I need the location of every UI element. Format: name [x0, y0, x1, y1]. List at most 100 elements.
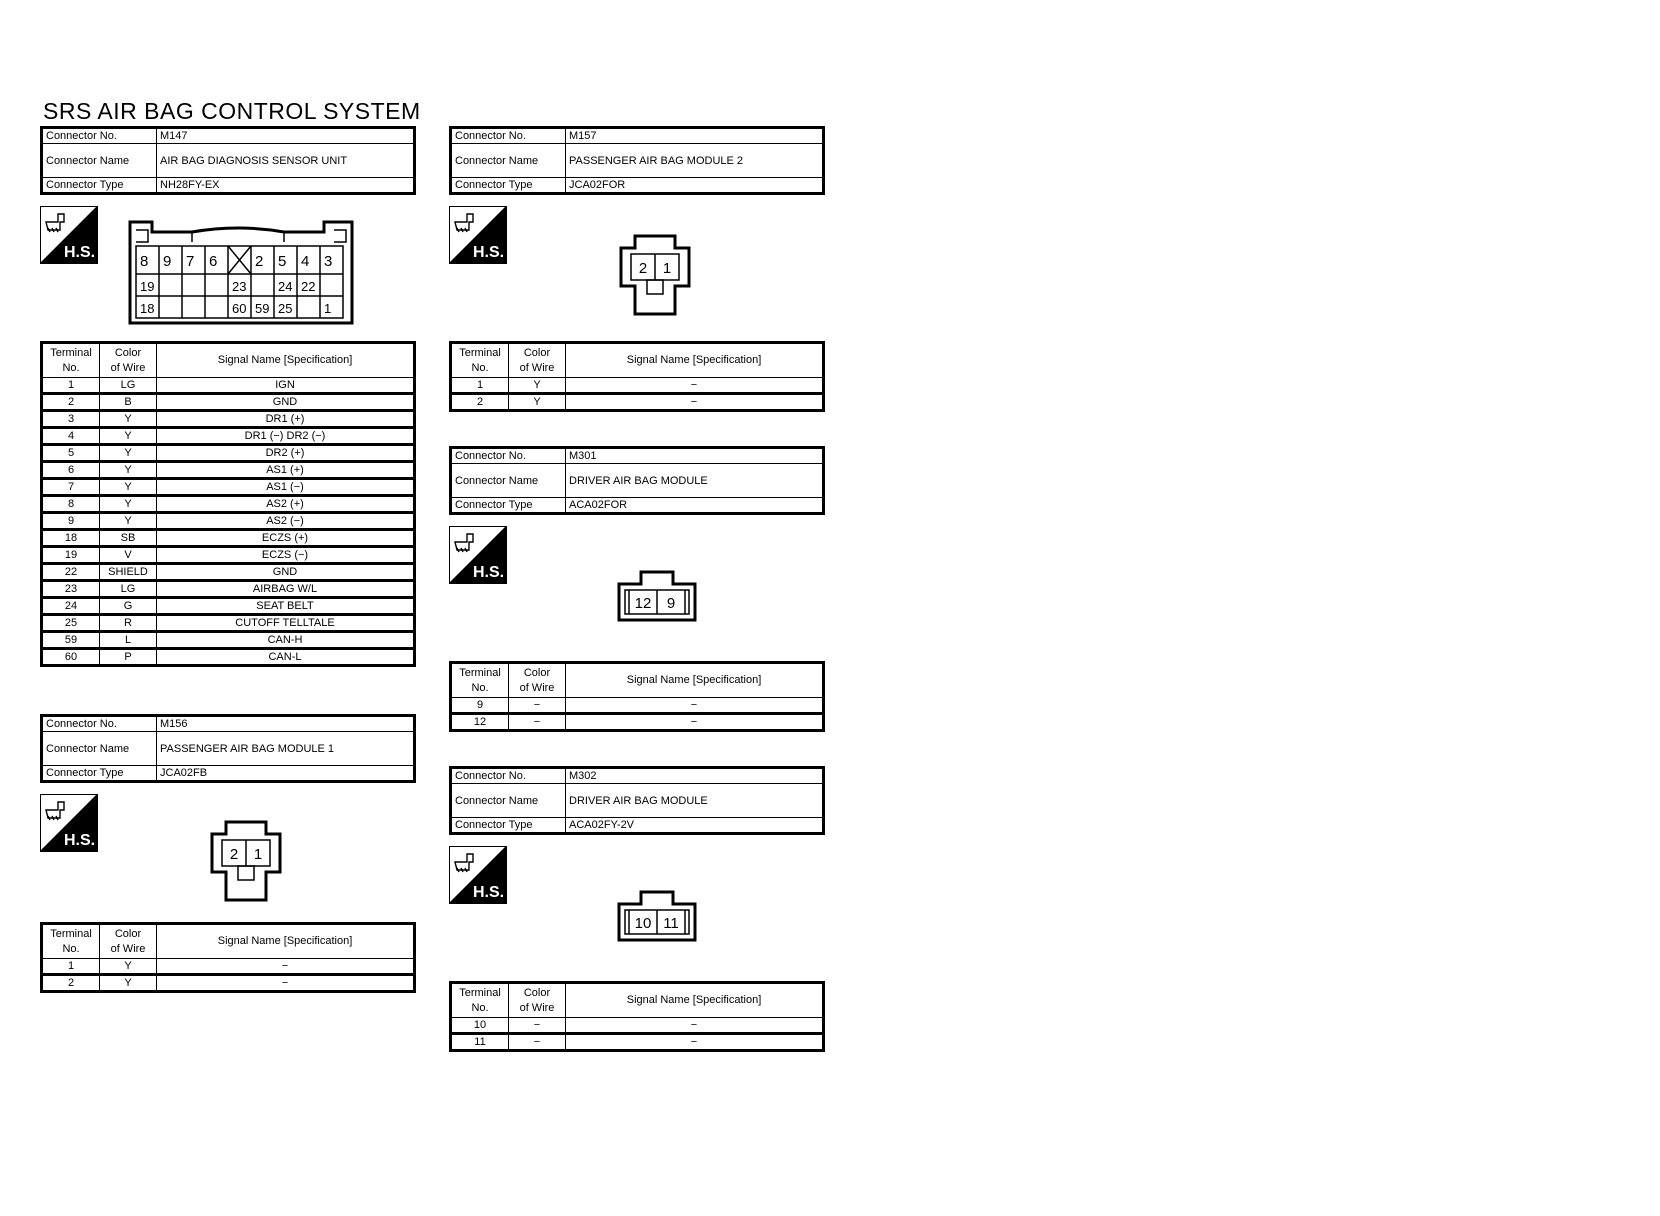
signal-header: Signal Name [Specification]	[565, 982, 824, 1018]
wire-color: −	[508, 713, 566, 731]
connector-name-value: DRIVER AIR BAG MODULE	[565, 463, 824, 498]
connector-type-label: Connector Type	[450, 177, 566, 194]
terminal-no: 9	[41, 512, 100, 530]
connector-name-label: Connector Name	[450, 783, 566, 818]
pin-label: 10	[635, 915, 652, 932]
wire-color: Y	[99, 461, 157, 479]
terminal-no: 4	[41, 427, 100, 445]
wire-color: Y	[99, 444, 157, 462]
signal-header: Signal Name [Specification]	[156, 923, 415, 959]
wire-color: −	[508, 1033, 566, 1051]
wire-color: Y	[99, 495, 157, 513]
connector-type-value: JCA02FOR	[565, 177, 824, 194]
signal-name: DR2 (+)	[156, 444, 415, 462]
connector-no-label: Connector No.	[450, 767, 566, 784]
wire-color: Y	[99, 512, 157, 530]
pin-label: 9	[667, 595, 675, 612]
connector-name-label: Connector Name	[41, 143, 157, 178]
signal-name: AIRBAG W/L	[156, 580, 415, 598]
connector-face-m156: 2 1	[210, 820, 282, 902]
wire-color: Y	[508, 393, 566, 411]
terminal-no: 6	[41, 461, 100, 479]
connector-type-value: ACA02FY-2V	[565, 817, 824, 834]
signal-name: CAN-H	[156, 631, 415, 649]
table-row: 9−−	[450, 697, 824, 714]
connector-name-value: DRIVER AIR BAG MODULE	[565, 783, 824, 818]
pin-label: 1	[254, 846, 262, 863]
pin-label: 2	[230, 846, 238, 863]
pin-label: 9	[163, 253, 171, 270]
pin-label: 12	[635, 595, 652, 612]
connector-type-label: Connector Type	[41, 765, 157, 782]
pin-label: 7	[186, 253, 194, 270]
connector-no-label: Connector No.	[450, 447, 566, 464]
terminal-no: 12	[450, 713, 509, 731]
wire-color: SHIELD	[99, 563, 157, 581]
terminal-no: 3	[41, 410, 100, 428]
signal-header: Signal Name [Specification]	[565, 342, 824, 378]
terminal-no: 1	[41, 958, 100, 975]
pin-label: 1	[324, 301, 331, 316]
wire-color: SB	[99, 529, 157, 547]
pin-label: 60	[232, 301, 246, 316]
connector-type-value: JCA02FB	[156, 765, 415, 782]
page-title: SRS AIR BAG CONTROL SYSTEM	[43, 98, 421, 124]
terminal-no: 18	[41, 529, 100, 547]
signal-name: −	[565, 377, 824, 394]
pin-label: 18	[140, 301, 154, 316]
wire-color: Y	[99, 974, 157, 992]
hs-label: H.S.	[473, 884, 504, 901]
terminal-no: 25	[41, 614, 100, 632]
pin-label: 2	[639, 260, 647, 277]
pin-label: 11	[663, 915, 679, 932]
connector-name-label: Connector Name	[450, 143, 566, 178]
wire-color: V	[99, 546, 157, 564]
connector-face-m302: 10 11	[617, 890, 697, 942]
signal-name: GND	[156, 563, 415, 581]
terminal-no: 8	[41, 495, 100, 513]
harness-side-icon: H.S.	[449, 206, 507, 264]
wire-color: Y	[99, 958, 157, 975]
table-row: 11−−	[450, 1033, 824, 1051]
pin-label: 2	[255, 253, 263, 270]
signal-name: IGN	[156, 377, 415, 394]
signal-name: −	[565, 1017, 824, 1034]
connector-no-value: M301	[565, 447, 824, 464]
wire-color: L	[99, 631, 157, 649]
wire-color: LG	[99, 377, 157, 394]
terminal-no: 2	[41, 974, 100, 992]
harness-side-icon: H.S.	[449, 846, 507, 904]
pin-label: 22	[301, 279, 315, 294]
terminal-no: 2	[450, 393, 509, 411]
pin-label: 4	[301, 253, 309, 270]
pin-label: 25	[278, 301, 292, 316]
terminal-no: 1	[41, 377, 100, 394]
signal-name: DR1 (+)	[156, 410, 415, 428]
pin-label: 6	[209, 253, 217, 270]
terminal-no: 2	[41, 393, 100, 411]
pin-label: 59	[255, 301, 269, 316]
